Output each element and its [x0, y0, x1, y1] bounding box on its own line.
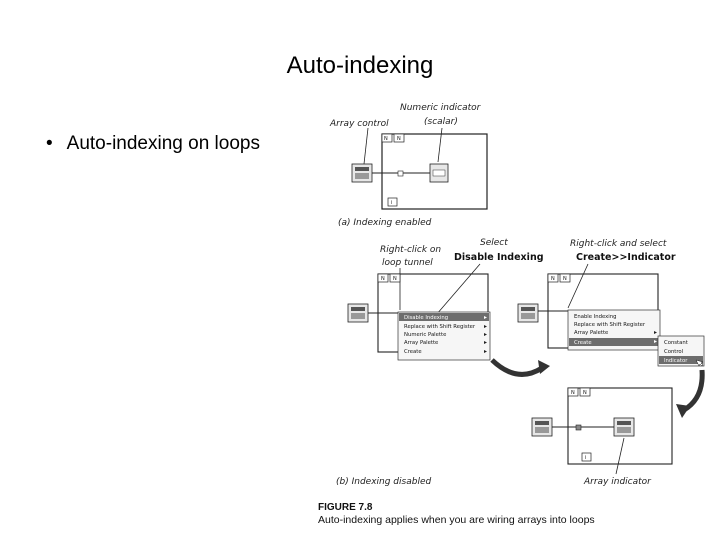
svg-text:N: N	[393, 276, 397, 282]
menu-right-item-2[interactable]: Replace with Shift Register	[574, 322, 646, 328]
for-loop-frame-bottom	[567, 387, 673, 465]
menu-left-item-5[interactable]: Create	[404, 349, 422, 355]
svg-text:N: N	[397, 136, 401, 142]
submenu-item-1[interactable]: Constant	[664, 340, 688, 346]
svg-text:N: N	[551, 276, 555, 282]
submenu-item-3[interactable]: Indicator	[664, 358, 688, 364]
label-select-1: Select	[480, 238, 508, 248]
menu-right-item-4[interactable]: Create	[574, 340, 592, 346]
svg-text:i: i	[391, 200, 392, 206]
figure-number: FIGURE 7.8	[318, 502, 373, 513]
figure-7-8: Array control Numeric indicator (scalar)…	[312, 98, 720, 530]
figure-drawing: Array control Numeric indicator (scalar)…	[318, 103, 705, 526]
svg-text:N: N	[583, 390, 587, 396]
label-scalar: (scalar)	[424, 117, 458, 127]
label-rc-select-1: Right-click and select	[570, 239, 667, 249]
svg-text:N: N	[563, 276, 567, 282]
menu-right-item-3[interactable]: Array Palette	[574, 330, 608, 336]
label-array-indicator: Array indicator	[583, 477, 652, 487]
caption-panel-b: (b) Indexing disabled	[336, 477, 431, 487]
slide-title: Auto-indexing	[286, 52, 434, 79]
menu-left-item-2[interactable]: Replace with Shift Register	[404, 324, 476, 330]
menu-left-item-3[interactable]: Numeric Palette	[404, 332, 446, 338]
label-numeric-indicator: Numeric indicator	[400, 103, 482, 113]
label-select-2: Disable Indexing	[454, 252, 544, 263]
svg-text:N: N	[384, 136, 388, 142]
label-rc-select-2: Create>>Indicator	[576, 252, 676, 263]
caption-panel-a: (a) Indexing enabled	[338, 218, 432, 228]
curved-arrow-icon	[490, 358, 544, 377]
panel-b: Right-click on loop tunnel Select Disabl…	[336, 238, 705, 487]
label-right-click-1: Right-click on	[380, 245, 441, 255]
figure-caption: Auto-indexing applies when you are wirin…	[318, 514, 595, 526]
panel-a: Array control Numeric indicator (scalar)…	[329, 103, 488, 228]
menu-left-item-1[interactable]: Disable Indexing	[404, 315, 448, 321]
bullet-item: • Auto-indexing on loops	[46, 133, 260, 155]
svg-text:N: N	[381, 276, 385, 282]
svg-text:i: i	[585, 455, 586, 461]
label-array-control: Array control	[329, 119, 389, 129]
label-right-click-2: loop tunnel	[382, 258, 433, 268]
svg-text:N: N	[571, 390, 575, 396]
bullet-dot-icon: •	[46, 133, 53, 154]
menu-left-item-4[interactable]: Array Palette	[404, 340, 438, 346]
for-loop-frame	[381, 133, 488, 210]
cursor-icon	[695, 359, 704, 367]
submenu-item-2[interactable]: Control	[664, 349, 683, 355]
menu-right-item-1[interactable]: Enable Indexing	[574, 314, 617, 320]
curved-arrow-down-icon	[682, 369, 705, 413]
bullet-text: Auto-indexing on loops	[66, 133, 260, 154]
